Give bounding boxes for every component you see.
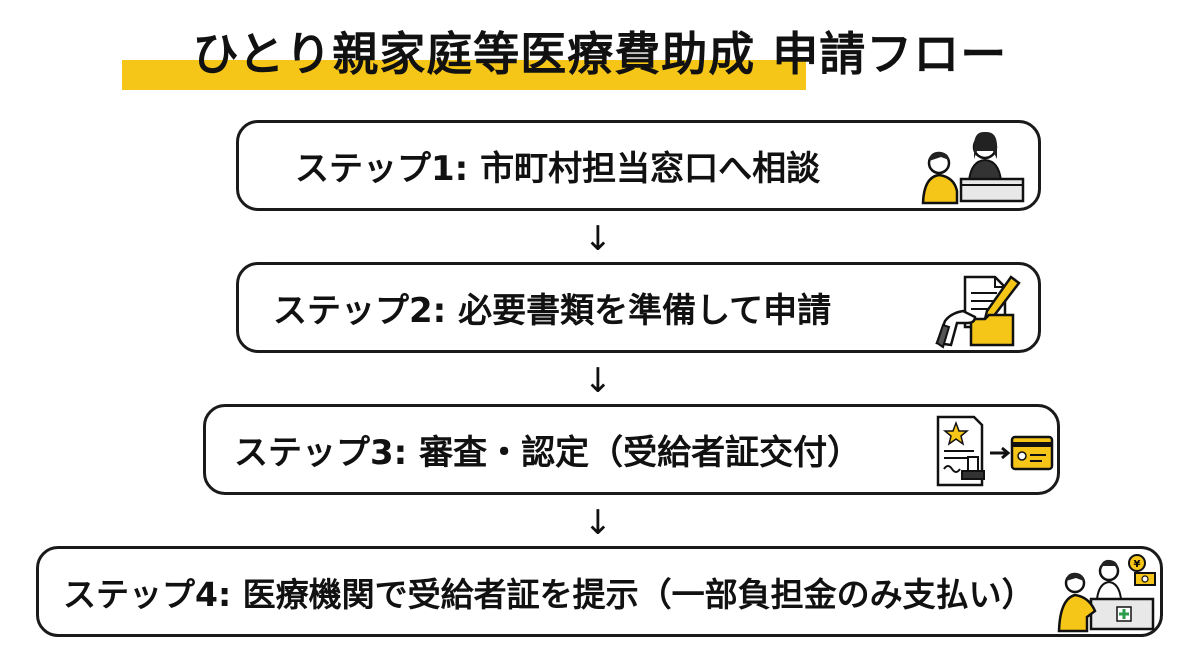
flow-arrow-1: ↓: [583, 219, 613, 259]
step-1-label: ステップ1: 市町村担当窓口へ相談: [295, 149, 821, 189]
title-area: ひとり親家庭等医療費助成 申請フロー: [0, 18, 1200, 90]
page-title: ひとり親家庭等医療費助成 申請フロー: [192, 27, 1008, 81]
step-1-box: ステップ1: 市町村担当窓口へ相談: [236, 120, 1041, 211]
svg-text:¥: ¥: [1134, 559, 1141, 570]
step-2-label: ステップ2: 必要書類を準備して申請: [273, 291, 832, 331]
clinic-payment-icon: ¥: [1057, 553, 1157, 637]
consultation-counter-icon: [921, 129, 1029, 209]
certificate-card-icon: [932, 413, 1054, 495]
step-2-box: ステップ2: 必要書類を準備して申請: [236, 262, 1041, 353]
flow-arrow-2: ↓: [583, 361, 613, 401]
flow-arrow-3: ↓: [583, 503, 613, 543]
step-3-box: ステップ3: 審査・認定（受給者証交付）: [203, 404, 1060, 495]
step-3-label: ステップ3: 審査・認定（受給者証交付）: [234, 433, 862, 473]
document-application-icon: [935, 271, 1025, 353]
step-4-label: ステップ4: 医療機関で受給者証を提示（一部負担金のみ支払い）: [63, 574, 1035, 614]
step-4-box: ステップ4: 医療機関で受給者証を提示（一部負担金のみ支払い） ¥: [36, 546, 1163, 637]
title-highlight: [122, 60, 806, 90]
